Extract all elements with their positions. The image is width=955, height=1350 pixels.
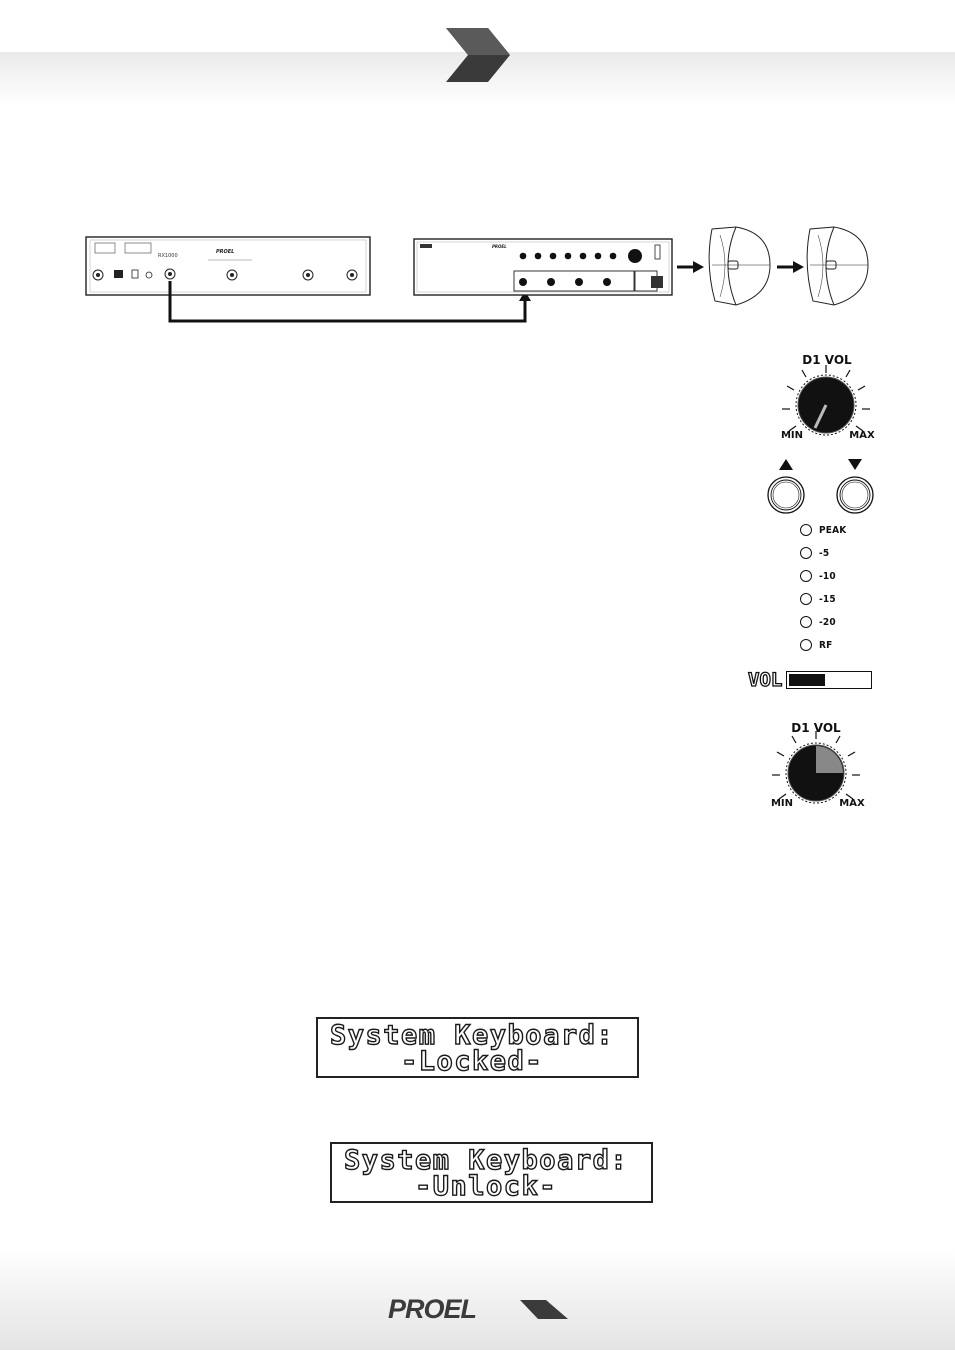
vol-bar <box>786 671 873 689</box>
footer-band <box>0 1250 955 1350</box>
meter-label: RF <box>819 639 833 651</box>
knob-1-max-label: MAX <box>849 430 875 441</box>
meter-row-10: -10 <box>800 567 836 585</box>
speaker-1 <box>708 226 771 306</box>
knob-2-max-label: MAX <box>839 798 865 809</box>
led-indicator <box>800 524 812 536</box>
logo-text: PROEL <box>388 1294 476 1324</box>
led-indicator <box>800 616 812 628</box>
arrow-buttons <box>767 459 874 514</box>
meter-row-5: -5 <box>800 544 829 562</box>
receiver-device: RX1000 PROEL <box>85 236 371 296</box>
proel-logo: PROEL <box>388 1294 568 1324</box>
triangle-up-icon <box>779 459 793 470</box>
led-indicator <box>800 547 812 559</box>
receiver-model: RX1000 <box>158 253 178 259</box>
knob-2-min-label: MIN <box>771 798 793 809</box>
triangle-down-icon <box>848 459 862 470</box>
volume-knob-1[interactable]: D1 VOL MIN MAX <box>770 348 885 446</box>
knob-2-level-wedge <box>816 746 843 773</box>
knob-1-pointer <box>813 404 828 429</box>
chevron-right-icon <box>446 28 510 82</box>
vol-label: VOL <box>747 669 783 691</box>
knob-2-title: D1 VOL <box>791 721 841 735</box>
meter-label: PEAK <box>819 524 847 536</box>
vol-bar-fill <box>789 674 826 686</box>
meter-label: -15 <box>819 593 836 605</box>
lcd-display-locked: System Keyboard: -Locked- <box>316 1017 639 1078</box>
volume-knob-2[interactable]: D1 VOL MIN MAX <box>758 716 873 814</box>
led-indicator <box>800 639 812 651</box>
meter-row-rf: RF <box>800 636 832 654</box>
meter-label: -10 <box>819 570 836 582</box>
meter-row-15: -15 <box>800 590 836 608</box>
logo-mark-icon <box>520 1300 568 1319</box>
lcd-unlock-line-2: -Unlock- <box>344 1171 558 1202</box>
lcd-unlock-line-1: System Keyboard: <box>343 1145 629 1176</box>
led-indicator <box>800 593 812 605</box>
meter-label: -5 <box>819 547 830 559</box>
led-indicator <box>800 570 812 582</box>
meter-row-peak: PEAK <box>800 521 846 539</box>
connection-diagram: RX1000 PROEL PROEL <box>85 226 869 323</box>
knob-1-min-label: MIN <box>781 430 803 441</box>
volume-display: VOL <box>747 669 873 691</box>
receiver-brand: PROEL <box>216 249 234 255</box>
meter-label: -20 <box>819 616 836 628</box>
knob-1-title: D1 VOL <box>802 353 852 367</box>
up-button[interactable] <box>767 476 805 514</box>
lcd-display-unlock: System Keyboard: -Unlock- <box>330 1142 653 1203</box>
amplifier-brand: PROEL <box>492 244 507 249</box>
lcd-locked-line-2: -Locked- <box>330 1046 544 1077</box>
down-button[interactable] <box>836 476 874 514</box>
amplifier-device: PROEL <box>413 238 673 296</box>
speaker-2 <box>806 226 869 306</box>
lcd-locked-line-1: System Keyboard: <box>329 1020 615 1051</box>
meter-row-20: -20 <box>800 613 836 631</box>
